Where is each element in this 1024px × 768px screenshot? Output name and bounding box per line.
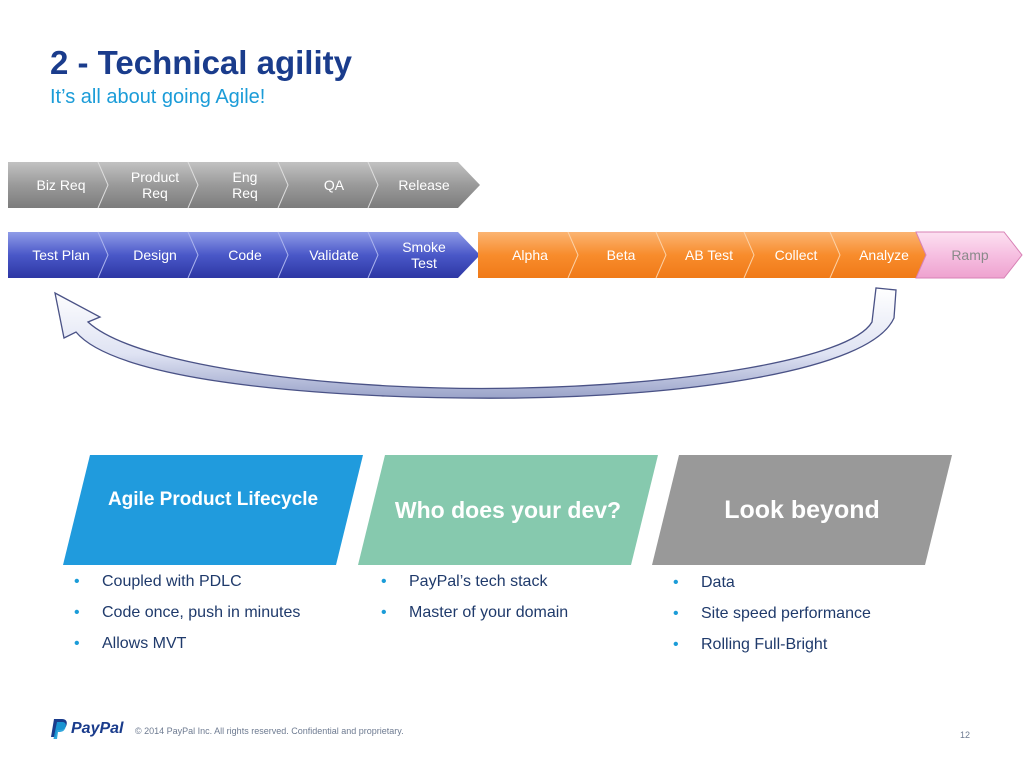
process-step-label: Design [133, 247, 177, 263]
card-look-beyond: Look beyond [652, 455, 952, 565]
process-step-shape [478, 232, 578, 278]
slide-title: 2 - Technical agility [50, 44, 352, 81]
bullet-item: PayPal’s tech stack [377, 570, 568, 601]
paypal-p-icon [51, 719, 67, 739]
process-row-pink [915, 231, 1023, 279]
process-step-shape [368, 232, 480, 278]
process-row-blue [8, 231, 480, 279]
process-row-orange [478, 231, 926, 279]
bullet-item: Site speed performance [669, 602, 871, 633]
process-step-shape [98, 232, 198, 278]
process-step-label: Beta [607, 247, 636, 263]
process-step-shape [278, 162, 378, 208]
bullet-item: Data [669, 571, 871, 602]
bullet-list-beyond: Data Site speed performance Rolling Full… [669, 571, 871, 664]
slide-subtitle: It’s all about going Agile! [50, 86, 266, 108]
process-step-label: QA [324, 177, 345, 193]
process-step-label: Ramp [951, 247, 989, 263]
process-step-shape [568, 232, 666, 278]
process-step-shape [8, 162, 108, 208]
process-step-shape [656, 232, 754, 278]
process-step-shape [188, 162, 288, 208]
process-step-shape [830, 232, 926, 278]
card-agile-product-lifecycle: Agile Product Lifecycle [63, 455, 363, 565]
process-step-shape [188, 232, 288, 278]
paypal-logo: PayPal [50, 717, 123, 741]
bullet-item: Master of your domain [377, 601, 568, 632]
process-step-shape [915, 231, 1023, 279]
copyright-text: © 2014 PayPal Inc. All rights reserved. … [135, 726, 404, 736]
process-step-shape [368, 162, 480, 208]
process-step-label: Biz Req [36, 177, 85, 193]
bullet-item: Code once, push in minutes [70, 601, 300, 632]
process-step-shape [98, 162, 198, 208]
bullet-item: Allows MVT [70, 632, 300, 663]
process-step-shape [278, 232, 378, 278]
process-step-label: Code [228, 247, 262, 263]
card-title: Agile Product Lifecycle [107, 489, 319, 510]
bullet-list-agile: Coupled with PDLC Code once, push in min… [70, 570, 300, 663]
feedback-loop-arrow [54, 287, 897, 399]
card-who-does-your-dev: Who does your dev? [358, 455, 658, 565]
card-title: Look beyond [724, 495, 880, 524]
process-row-grey [8, 161, 480, 209]
bullet-item: Rolling Full-Bright [669, 633, 871, 664]
process-step-shape [8, 232, 108, 278]
paypal-wordmark: PayPal [71, 720, 124, 737]
process-step-label: Release [398, 177, 450, 193]
curved-arrow-icon [54, 287, 897, 399]
process-step-shape [744, 232, 840, 278]
card-title: Who does your dev? [394, 496, 622, 523]
page-number: 12 [960, 730, 971, 740]
bullet-list-dev: PayPal’s tech stack Master of your domai… [377, 570, 568, 632]
process-step-label: Test Plan [32, 247, 90, 263]
process-step-label: Collect [775, 247, 818, 263]
process-step-label: Validate [309, 247, 359, 263]
process-step-label: Analyze [859, 247, 909, 263]
process-step-label: Alpha [512, 247, 548, 263]
process-step-label: AB Test [685, 247, 733, 263]
bullet-item: Coupled with PDLC [70, 570, 300, 601]
